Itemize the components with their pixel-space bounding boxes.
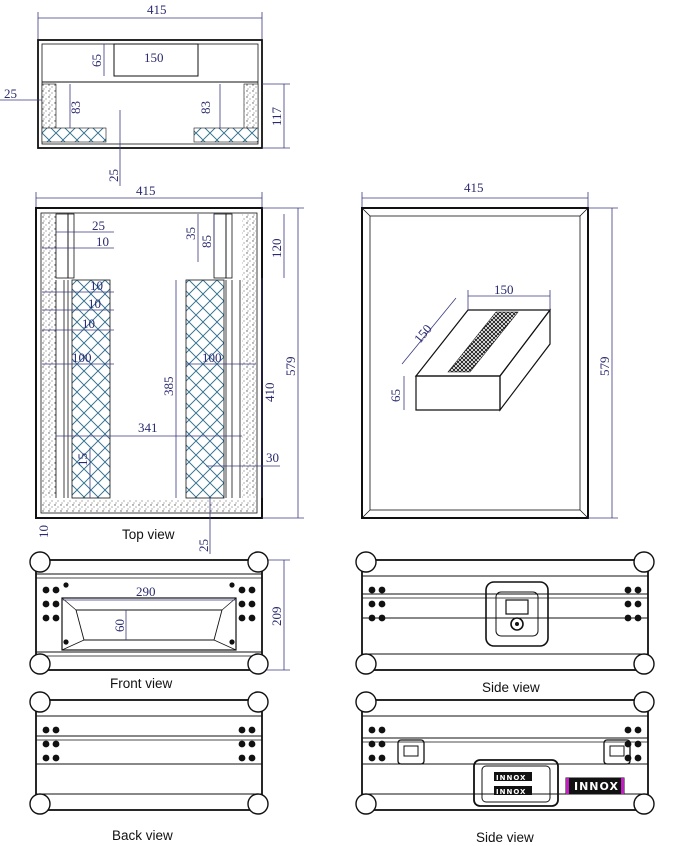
dim-10-tv-b: 10 <box>90 278 103 293</box>
dim-25-bottom: 25 <box>106 169 121 182</box>
dim-60: 60 <box>112 619 127 632</box>
dim-410: 410 <box>262 383 277 403</box>
caption-back-view: Back view <box>112 828 173 843</box>
caption-side-view-1: Side view <box>482 680 540 695</box>
dim-10-tv-c: 10 <box>88 296 101 311</box>
rivets-side-2 <box>368 726 642 762</box>
corner-balls-front <box>29 551 269 675</box>
dim-150-section: 150 <box>144 50 164 65</box>
caption-side-view-2: Side view <box>476 830 534 845</box>
handle-label-2: INNOX <box>496 788 526 796</box>
dim-150-lid-b: 150 <box>411 321 435 346</box>
dim-290: 290 <box>136 584 156 599</box>
latch-right <box>603 739 631 765</box>
dim-415-topview: 415 <box>136 183 156 198</box>
rivets-back <box>42 726 256 762</box>
latch-left <box>397 739 425 765</box>
dim-150-lid-a: 150 <box>494 282 514 297</box>
dim-65-lid: 65 <box>388 389 403 402</box>
corner-balls-side-2 <box>355 691 655 815</box>
dim-415-top: 415 <box>147 2 167 17</box>
dim-120: 120 <box>269 239 284 259</box>
dim-65-section: 65 <box>89 54 104 67</box>
top-view: 415 25 10 35 85 120 10 10 10 <box>35 183 304 554</box>
caption-front-view: Front view <box>110 676 173 691</box>
corner-balls-back <box>29 691 269 815</box>
corner-balls-side-1 <box>355 551 655 675</box>
back-view: Back view <box>29 691 269 843</box>
latch-center <box>485 581 549 647</box>
dim-10-tv-a: 10 <box>96 234 109 249</box>
front-view: 290 60 209 Front view <box>29 551 290 691</box>
dim-100-left: 100 <box>72 350 92 365</box>
dim-15: 15 <box>75 453 90 466</box>
dim-579-tv: 579 <box>283 357 298 377</box>
dim-100-right: 100 <box>202 350 222 365</box>
dim-83-right: 83 <box>198 101 213 114</box>
side-view-1: Side view <box>355 551 655 695</box>
handle-label-1: INNOX <box>496 774 526 782</box>
caption-top-view: Top view <box>122 527 175 542</box>
dim-25-tv: 25 <box>92 218 105 233</box>
logo-text: INNOX <box>574 780 619 793</box>
lid-view: 415 150 150 65 579 <box>361 180 618 519</box>
recessed-handle: INNOX INNOX <box>473 759 559 807</box>
rivets-front <box>42 582 256 645</box>
dim-10-tv-e: 10 <box>36 525 51 538</box>
dim-341: 341 <box>138 420 158 435</box>
dim-85: 85 <box>199 235 214 248</box>
dim-117: 117 <box>269 106 284 126</box>
brand-logo: INNOX <box>565 777 625 795</box>
dim-579-lid: 579 <box>597 357 612 377</box>
dim-209: 209 <box>269 607 284 627</box>
dim-10-tv-d: 10 <box>82 316 95 331</box>
dim-25-left: 25 <box>4 86 17 101</box>
dim-385: 385 <box>161 377 176 397</box>
dim-83-left: 83 <box>68 101 83 114</box>
section-view: 415 150 65 25 83 83 117 25 <box>0 2 290 186</box>
dim-30: 30 <box>266 450 279 465</box>
dim-25-tv-bottom: 25 <box>196 539 211 552</box>
dim-415-lid: 415 <box>464 180 484 195</box>
dim-35: 35 <box>183 227 198 240</box>
rivets-side-1 <box>368 586 642 622</box>
side-view-2: INNOX INNOX INNOX Side view <box>355 691 655 845</box>
